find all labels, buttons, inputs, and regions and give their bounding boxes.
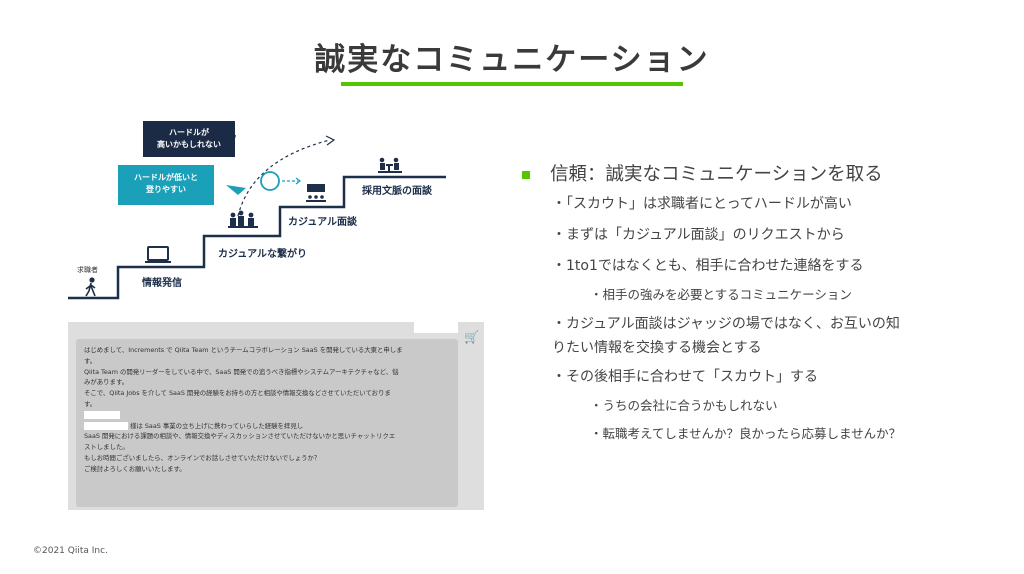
chat-line: SaaS 開発における課題の相談や、情報交換やディスカッションさせていただけない…	[84, 432, 396, 441]
laptop-icon	[147, 246, 169, 261]
bullet-item-continued: りたい情報を交換する機会とする	[552, 340, 762, 356]
chat-line: ストしました。	[84, 443, 129, 452]
chat-line: はじめまして、Increments で Qiita Team というチームコラボ…	[84, 346, 403, 354]
chat-line: もしお時間ございましたら、オンラインでお話しさせていただけないでしょうか？	[84, 453, 321, 462]
bubble-high-line2: 高いかもしれない	[157, 140, 221, 149]
step-hiring-interview-label: 採用文脈の面談	[362, 186, 432, 197]
interview-desk-icon	[378, 157, 402, 173]
walking-person-icon	[85, 277, 96, 297]
bullet-item: ・まずは「カジュアル面談」のリクエストから	[552, 227, 845, 243]
cart-icon[interactable]: 🛒	[464, 330, 479, 344]
bullet-item: ・1to1ではなくとも、相手に合わせた連絡をする	[552, 258, 864, 274]
chat-line: 様は SaaS 事業の立ち上げに携わっていらした経験を拝見し	[84, 421, 450, 432]
low-hurdle-bubble: ハードルが低いと 登りやすい	[118, 165, 214, 205]
step-casual-connect-label: カジュアルな繋がり	[218, 249, 307, 260]
copyright-footer: ©2021 Qiita Inc.	[33, 546, 108, 556]
meeting-screen-icon	[306, 184, 326, 202]
high-hurdle-bubble: ハードルが 高いかもしれない	[143, 121, 235, 157]
bubble-low-line1: ハードルが低いと	[134, 173, 198, 182]
slide-title: 誠実なコミュニケーション	[314, 42, 710, 78]
bullet-item: ・カジュアル面談はジャッジの場ではなく、お互いの知	[552, 316, 900, 332]
bullet-item: ・その後相手に合わせて「スカウト」する	[552, 369, 818, 385]
main-bullet-text: 信頼：誠実なコミュニケーションを取る	[550, 164, 883, 185]
bubble-high-line1: ハードルが	[169, 128, 209, 137]
chat-line: そこで、Qiita Jobs を介して SaaS 開発の経験をお持ちの方と相談や…	[84, 389, 391, 398]
redacted-block	[84, 410, 120, 419]
sub-bullet-item: ・うちの会社に合うかもしれない	[590, 398, 778, 413]
step-seeker-label: 求職者	[77, 266, 98, 274]
chat-line-text: 様は SaaS 事業の立ち上げに携わっていらした経験を拝見し	[130, 421, 304, 430]
chat-line: す。	[84, 399, 97, 408]
step-casual-interview-label: カジュアル面談	[288, 217, 357, 228]
sub-bullet-item: ・転職考えてしませんか？良かったら応募しませんか？	[590, 426, 902, 441]
chat-line: みがあります。	[84, 378, 129, 387]
sub-bullet-item: ・相手の強みを必要とするコミュニケーション	[590, 287, 852, 302]
chat-line: す。	[84, 356, 97, 365]
bullet-item: ・「スカウト」は求職者にとってハードルが高い	[552, 196, 852, 212]
group-people-icon	[228, 210, 258, 228]
chat-redacted-line	[84, 410, 450, 421]
bullet-square-icon	[522, 171, 530, 179]
title-underline	[341, 82, 683, 86]
chat-line: Qiita Team の開発リーダーをしている中で、SaaS 開発での追うべき指…	[84, 367, 399, 376]
chat-line: ご検討よろしくお願いいたします。	[84, 464, 186, 473]
step-info-label: 情報発信	[142, 278, 182, 289]
redacted-name-box	[414, 321, 458, 333]
redacted-block	[84, 421, 128, 430]
chat-message-bubble: はじめまして、Increments で Qiita Team というチームコラボ…	[76, 339, 458, 507]
bubble-low-line2: 登りやすい	[146, 185, 186, 194]
main-bullet: 信頼：誠実なコミュニケーションを取る	[522, 160, 883, 186]
